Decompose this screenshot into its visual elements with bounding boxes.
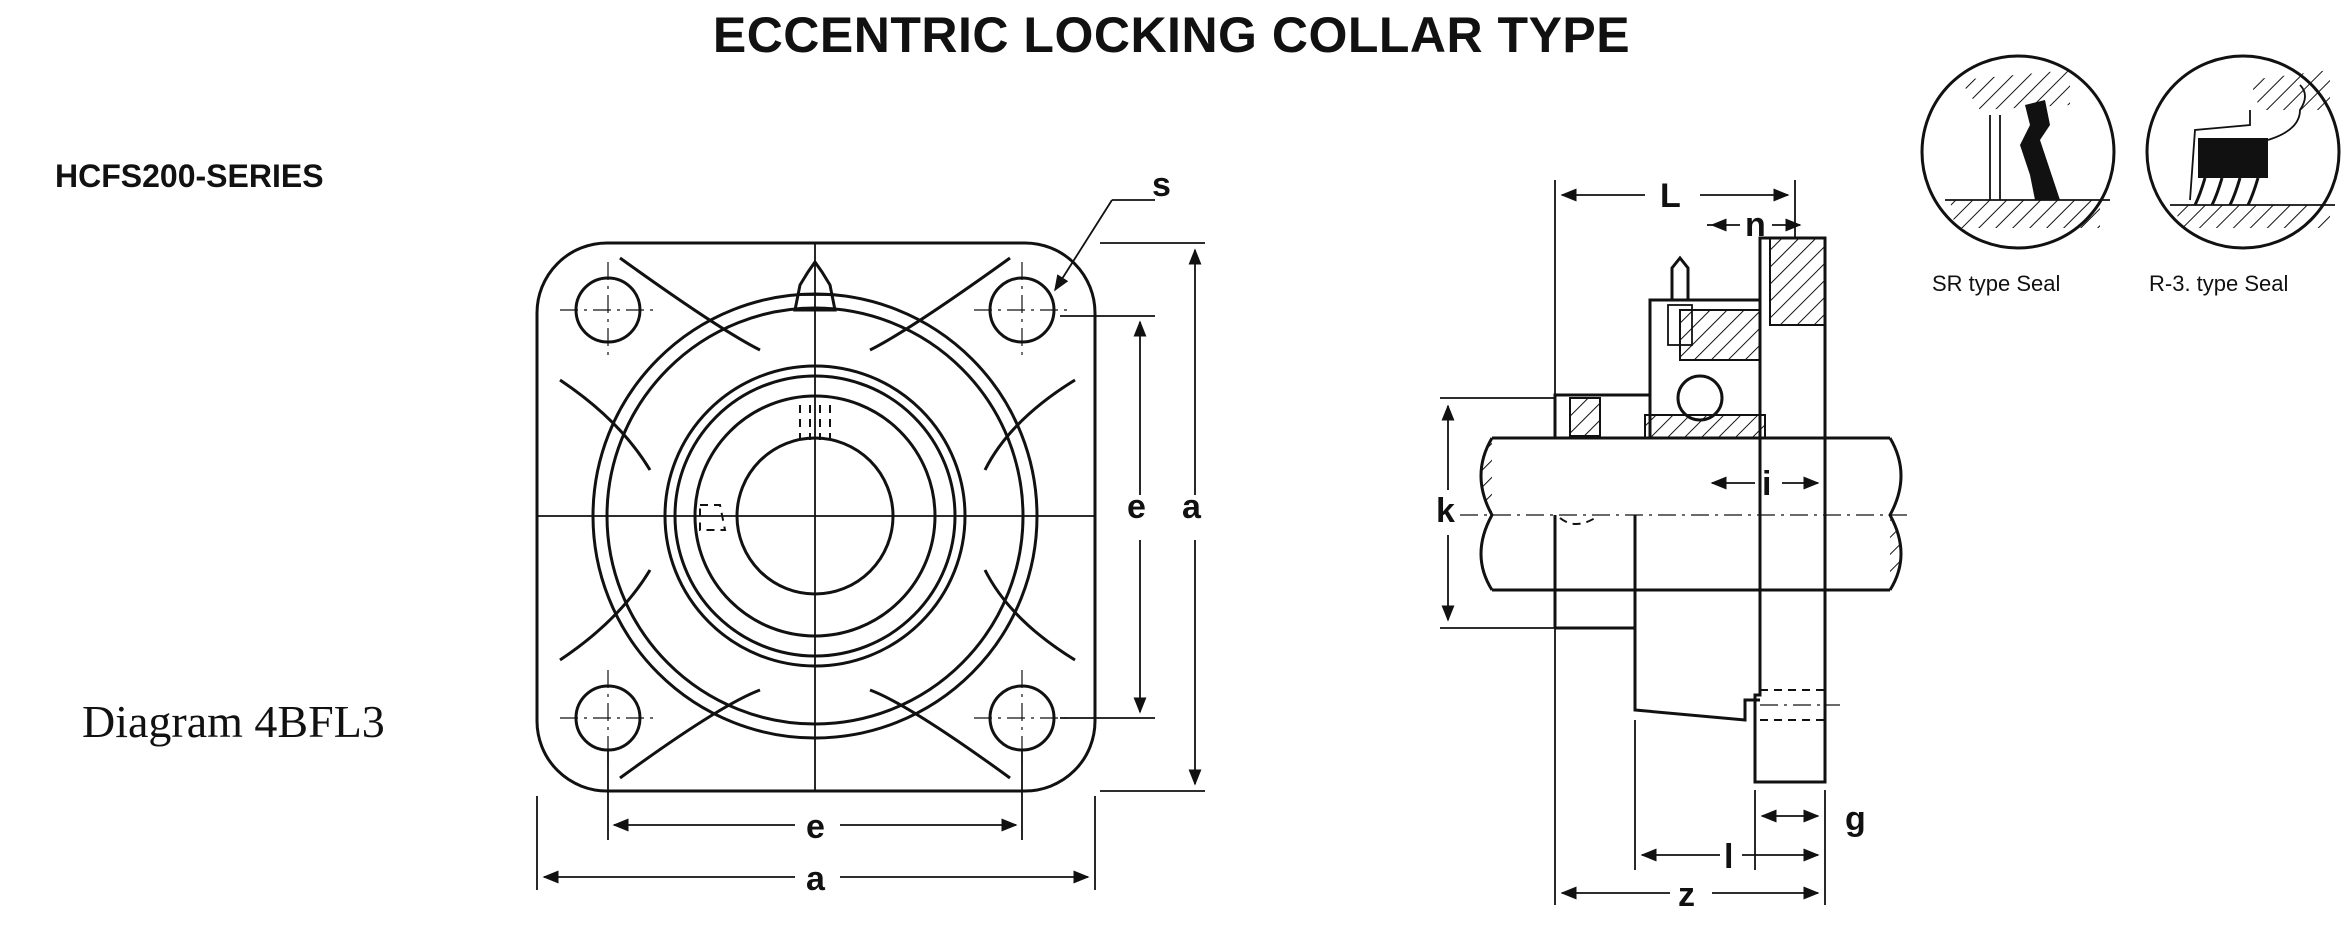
locking-collar <box>1553 393 1652 440</box>
bolt-hole-top-left <box>560 262 656 358</box>
label-i: i <box>1762 465 1771 503</box>
label-z: z <box>1678 876 1695 914</box>
seal-detail-sr: SR type Seal <box>1920 54 2116 296</box>
label-s: s <box>1152 166 1171 204</box>
bolt-hidden-side <box>1760 689 1825 721</box>
lobe-top-left <box>559 256 761 471</box>
shaft <box>1492 436 1890 592</box>
seal-r3-label: R-3. type Seal <box>2149 271 2288 296</box>
series-label: HCFS200-SERIES <box>55 158 324 194</box>
label-a-horizontal: a <box>806 860 826 898</box>
housing-lower <box>1633 515 1760 722</box>
front-view: a e e a s <box>535 166 1205 898</box>
label-e-horizontal: e <box>806 808 825 846</box>
set-screw-hidden <box>799 405 831 440</box>
lobe-bottom-right <box>869 569 1076 780</box>
label-L: L <box>1660 177 1681 215</box>
flange-outline <box>535 241 1097 793</box>
label-e-vertical: e <box>1127 488 1146 526</box>
label-a-vertical: a <box>1182 488 1202 526</box>
lobe-top-right <box>869 256 1076 471</box>
page-title: ECCENTRIC LOCKING COLLAR TYPE <box>712 7 1631 63</box>
seal-detail-r3: R-3. type Seal <box>2145 54 2341 296</box>
label-k: k <box>1436 492 1455 530</box>
label-n: n <box>1745 206 1766 244</box>
grease-nipple <box>793 259 837 312</box>
grease-nipple-side <box>1670 255 1690 300</box>
collar-screw-hidden <box>699 504 727 531</box>
ball-bearing <box>1676 374 1724 422</box>
seal-sr-label: SR type Seal <box>1932 271 2060 296</box>
label-l: l <box>1724 838 1733 876</box>
bolt-hole-top-right <box>974 262 1070 358</box>
side-view: L n i k g l z <box>1436 177 1910 914</box>
label-g: g <box>1845 800 1866 838</box>
diagram-reference: Diagram 4BFL3 <box>82 696 385 747</box>
lobe-bottom-left <box>559 569 761 780</box>
collar-screw-hidden-side <box>1559 517 1596 525</box>
leader-s <box>1054 199 1113 292</box>
